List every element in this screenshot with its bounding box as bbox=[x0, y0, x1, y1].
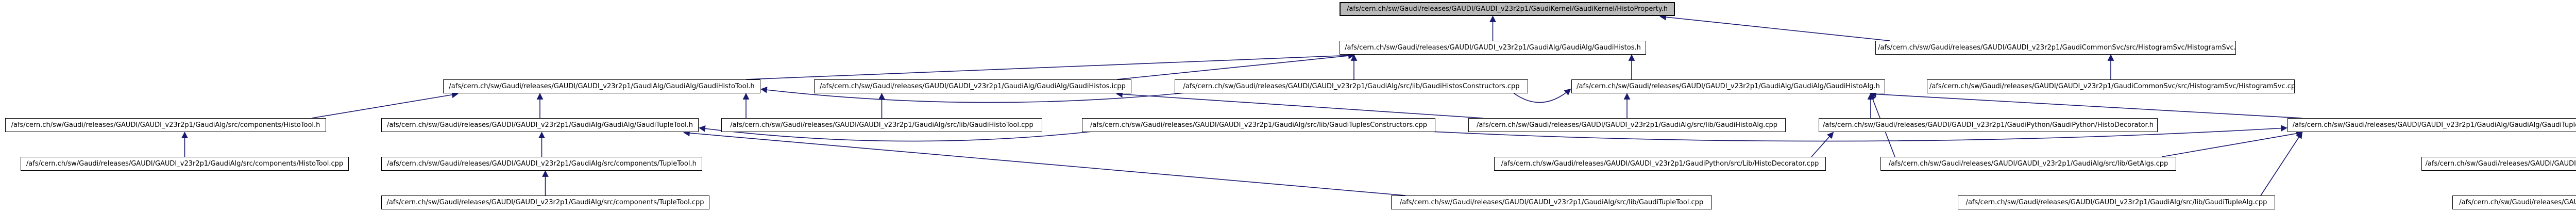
graph-node-histodecorator-h[interactable]: /afs/cern.ch/sw/Gaudi/releases/GAUDI/GAU… bbox=[1819, 118, 2158, 132]
graph-node-gaudituplealg-h[interactable]: /afs/cern.ch/sw/Gaudi/releases/GAUDI/GAU… bbox=[2287, 118, 2576, 132]
graph-node-histotool-h[interactable]: /afs/cern.ch/sw/Gaudi/releases/GAUDI/GAU… bbox=[5, 118, 326, 132]
graph-node-getalgs-cpp[interactable]: /afs/cern.ch/sw/Gaudi/releases/GAUDI/GAU… bbox=[1880, 157, 2176, 171]
graph-node-gaudihistoalg-h[interactable]: /afs/cern.ch/sw/Gaudi/releases/GAUDI/GAU… bbox=[1571, 79, 1885, 93]
graph-node-histoproperty-h: /afs/cern.ch/sw/Gaudi/releases/GAUDI/GAU… bbox=[1340, 2, 1675, 16]
graph-node-tupledecorator-cpp[interactable]: /afs/cern.ch/sw/Gaudi/releases/GAUDI/GAU… bbox=[2452, 195, 2576, 209]
graph-node-histotool-cpp[interactable]: /afs/cern.ch/sw/Gaudi/releases/GAUDI/GAU… bbox=[21, 157, 349, 171]
graph-node-gaudihistosconstructors-cpp[interactable]: /afs/cern.ch/sw/Gaudi/releases/GAUDI/GAU… bbox=[1175, 79, 1528, 93]
graph-node-histogramsvc-h[interactable]: /afs/cern.ch/sw/Gaudi/releases/GAUDI/GAU… bbox=[1875, 41, 2236, 55]
graph-node-gaudihistos-h[interactable]: /afs/cern.ch/sw/Gaudi/releases/GAUDI/GAU… bbox=[1340, 41, 1646, 55]
graph-node-tupletool-h[interactable]: /afs/cern.ch/sw/Gaudi/releases/GAUDI/GAU… bbox=[381, 157, 702, 171]
graph-node-tupledecorator-h[interactable]: /afs/cern.ch/sw/Gaudi/releases/GAUDI/GAU… bbox=[2421, 157, 2576, 171]
graph-node-gaudihistotool-h[interactable]: /afs/cern.ch/sw/Gaudi/releases/GAUDI/GAU… bbox=[443, 79, 760, 93]
graph-node-gauditupletool-cpp[interactable]: /afs/cern.ch/sw/Gaudi/releases/GAUDI/GAU… bbox=[1391, 195, 1712, 209]
graph-node-gaudihistotool-cpp[interactable]: /afs/cern.ch/sw/Gaudi/releases/GAUDI/GAU… bbox=[721, 118, 1042, 132]
graph-node-gaudihistoalg-cpp[interactable]: /afs/cern.ch/sw/Gaudi/releases/GAUDI/GAU… bbox=[1468, 118, 1786, 132]
graph-node-gaudituplesconstructors-cpp[interactable]: /afs/cern.ch/sw/Gaudi/releases/GAUDI/GAU… bbox=[1082, 118, 1435, 132]
graph-node-tupletool-cpp[interactable]: /afs/cern.ch/sw/Gaudi/releases/GAUDI/GAU… bbox=[381, 195, 709, 209]
graph-node-gaudihistos-icpp[interactable]: /afs/cern.ch/sw/Gaudi/releases/GAUDI/GAU… bbox=[814, 79, 1131, 93]
graph-node-gaudituplealg-cpp[interactable]: /afs/cern.ch/sw/Gaudi/releases/GAUDI/GAU… bbox=[1958, 195, 2275, 209]
graph-node-histogramsvc-cpp[interactable]: /afs/cern.ch/sw/Gaudi/releases/GAUDI/GAU… bbox=[1927, 79, 2295, 93]
graph-node-gauditupletool-h[interactable]: /afs/cern.ch/sw/Gaudi/releases/GAUDI/GAU… bbox=[381, 118, 699, 132]
graph-node-histodecorator-cpp[interactable]: /afs/cern.ch/sw/Gaudi/releases/GAUDI/GAU… bbox=[1494, 157, 1826, 171]
